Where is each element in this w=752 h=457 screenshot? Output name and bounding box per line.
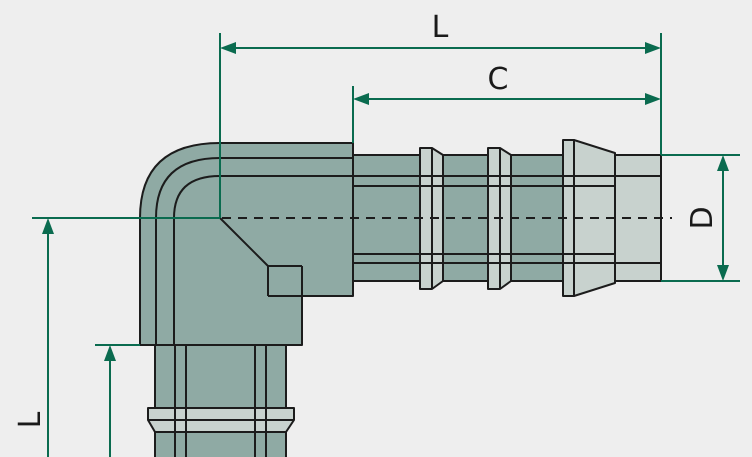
insertion-length-label: C xyxy=(488,62,509,97)
diameter-label: D xyxy=(685,206,720,229)
elbow-body xyxy=(139,142,354,346)
length-label-left: L xyxy=(13,411,48,428)
length-label-top: L xyxy=(432,10,449,45)
dimension-arrowheads xyxy=(42,42,729,361)
vertical-hose-barb xyxy=(147,344,295,457)
dimension-lines xyxy=(32,33,740,457)
